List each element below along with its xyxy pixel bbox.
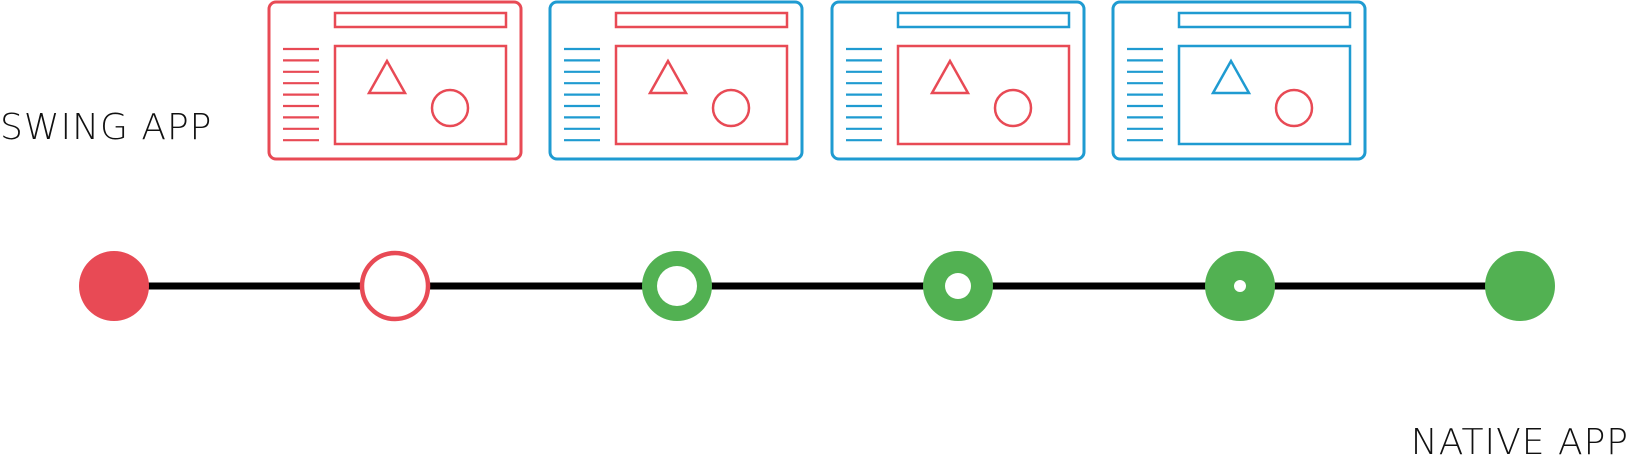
window-content-area [896,44,1071,146]
stage-5 [1205,251,1275,321]
window-3 [830,0,1086,161]
triangle-icon [1210,58,1252,95]
window-header-bar [614,11,789,29]
window-frame [267,0,523,161]
window-sidebar-lines [1127,47,1163,142]
circle-icon [1274,88,1314,128]
stage-hole [657,266,697,306]
stage-1 [79,251,149,321]
window-header-bar [333,11,508,29]
circle-icon [430,88,470,128]
window-frame [1111,0,1367,161]
window-header-bar [1177,11,1352,29]
stage-3 [642,251,712,321]
triangle-icon [647,58,689,95]
app-windows [267,0,1367,161]
stage-ring [359,250,431,322]
triangle-icon [366,58,408,95]
window-sidebar-lines [846,47,882,142]
circle-icon [993,88,1033,128]
window-1 [267,0,523,161]
native-app-label: NATIVE APP [1410,422,1629,463]
stage-hole [1234,280,1246,292]
timeline-stages [79,250,1555,322]
window-content-area [614,44,789,146]
stage-2 [359,250,431,322]
swing-app-label: SWING APP [0,107,213,148]
window-header-bar [896,11,1071,29]
window-2 [548,0,804,161]
triangle-icon [929,58,971,95]
window-content-area [1177,44,1352,146]
window-4 [1111,0,1367,161]
window-sidebar-lines [283,47,319,142]
window-content-area [333,44,508,146]
window-frame [830,0,1086,161]
stage-dot [1485,251,1555,321]
circle-icon [711,88,751,128]
stage-4 [923,251,993,321]
window-frame [548,0,804,161]
stage-6 [1485,251,1555,321]
window-sidebar-lines [564,47,600,142]
stage-dot [79,251,149,321]
stage-hole [945,273,971,299]
